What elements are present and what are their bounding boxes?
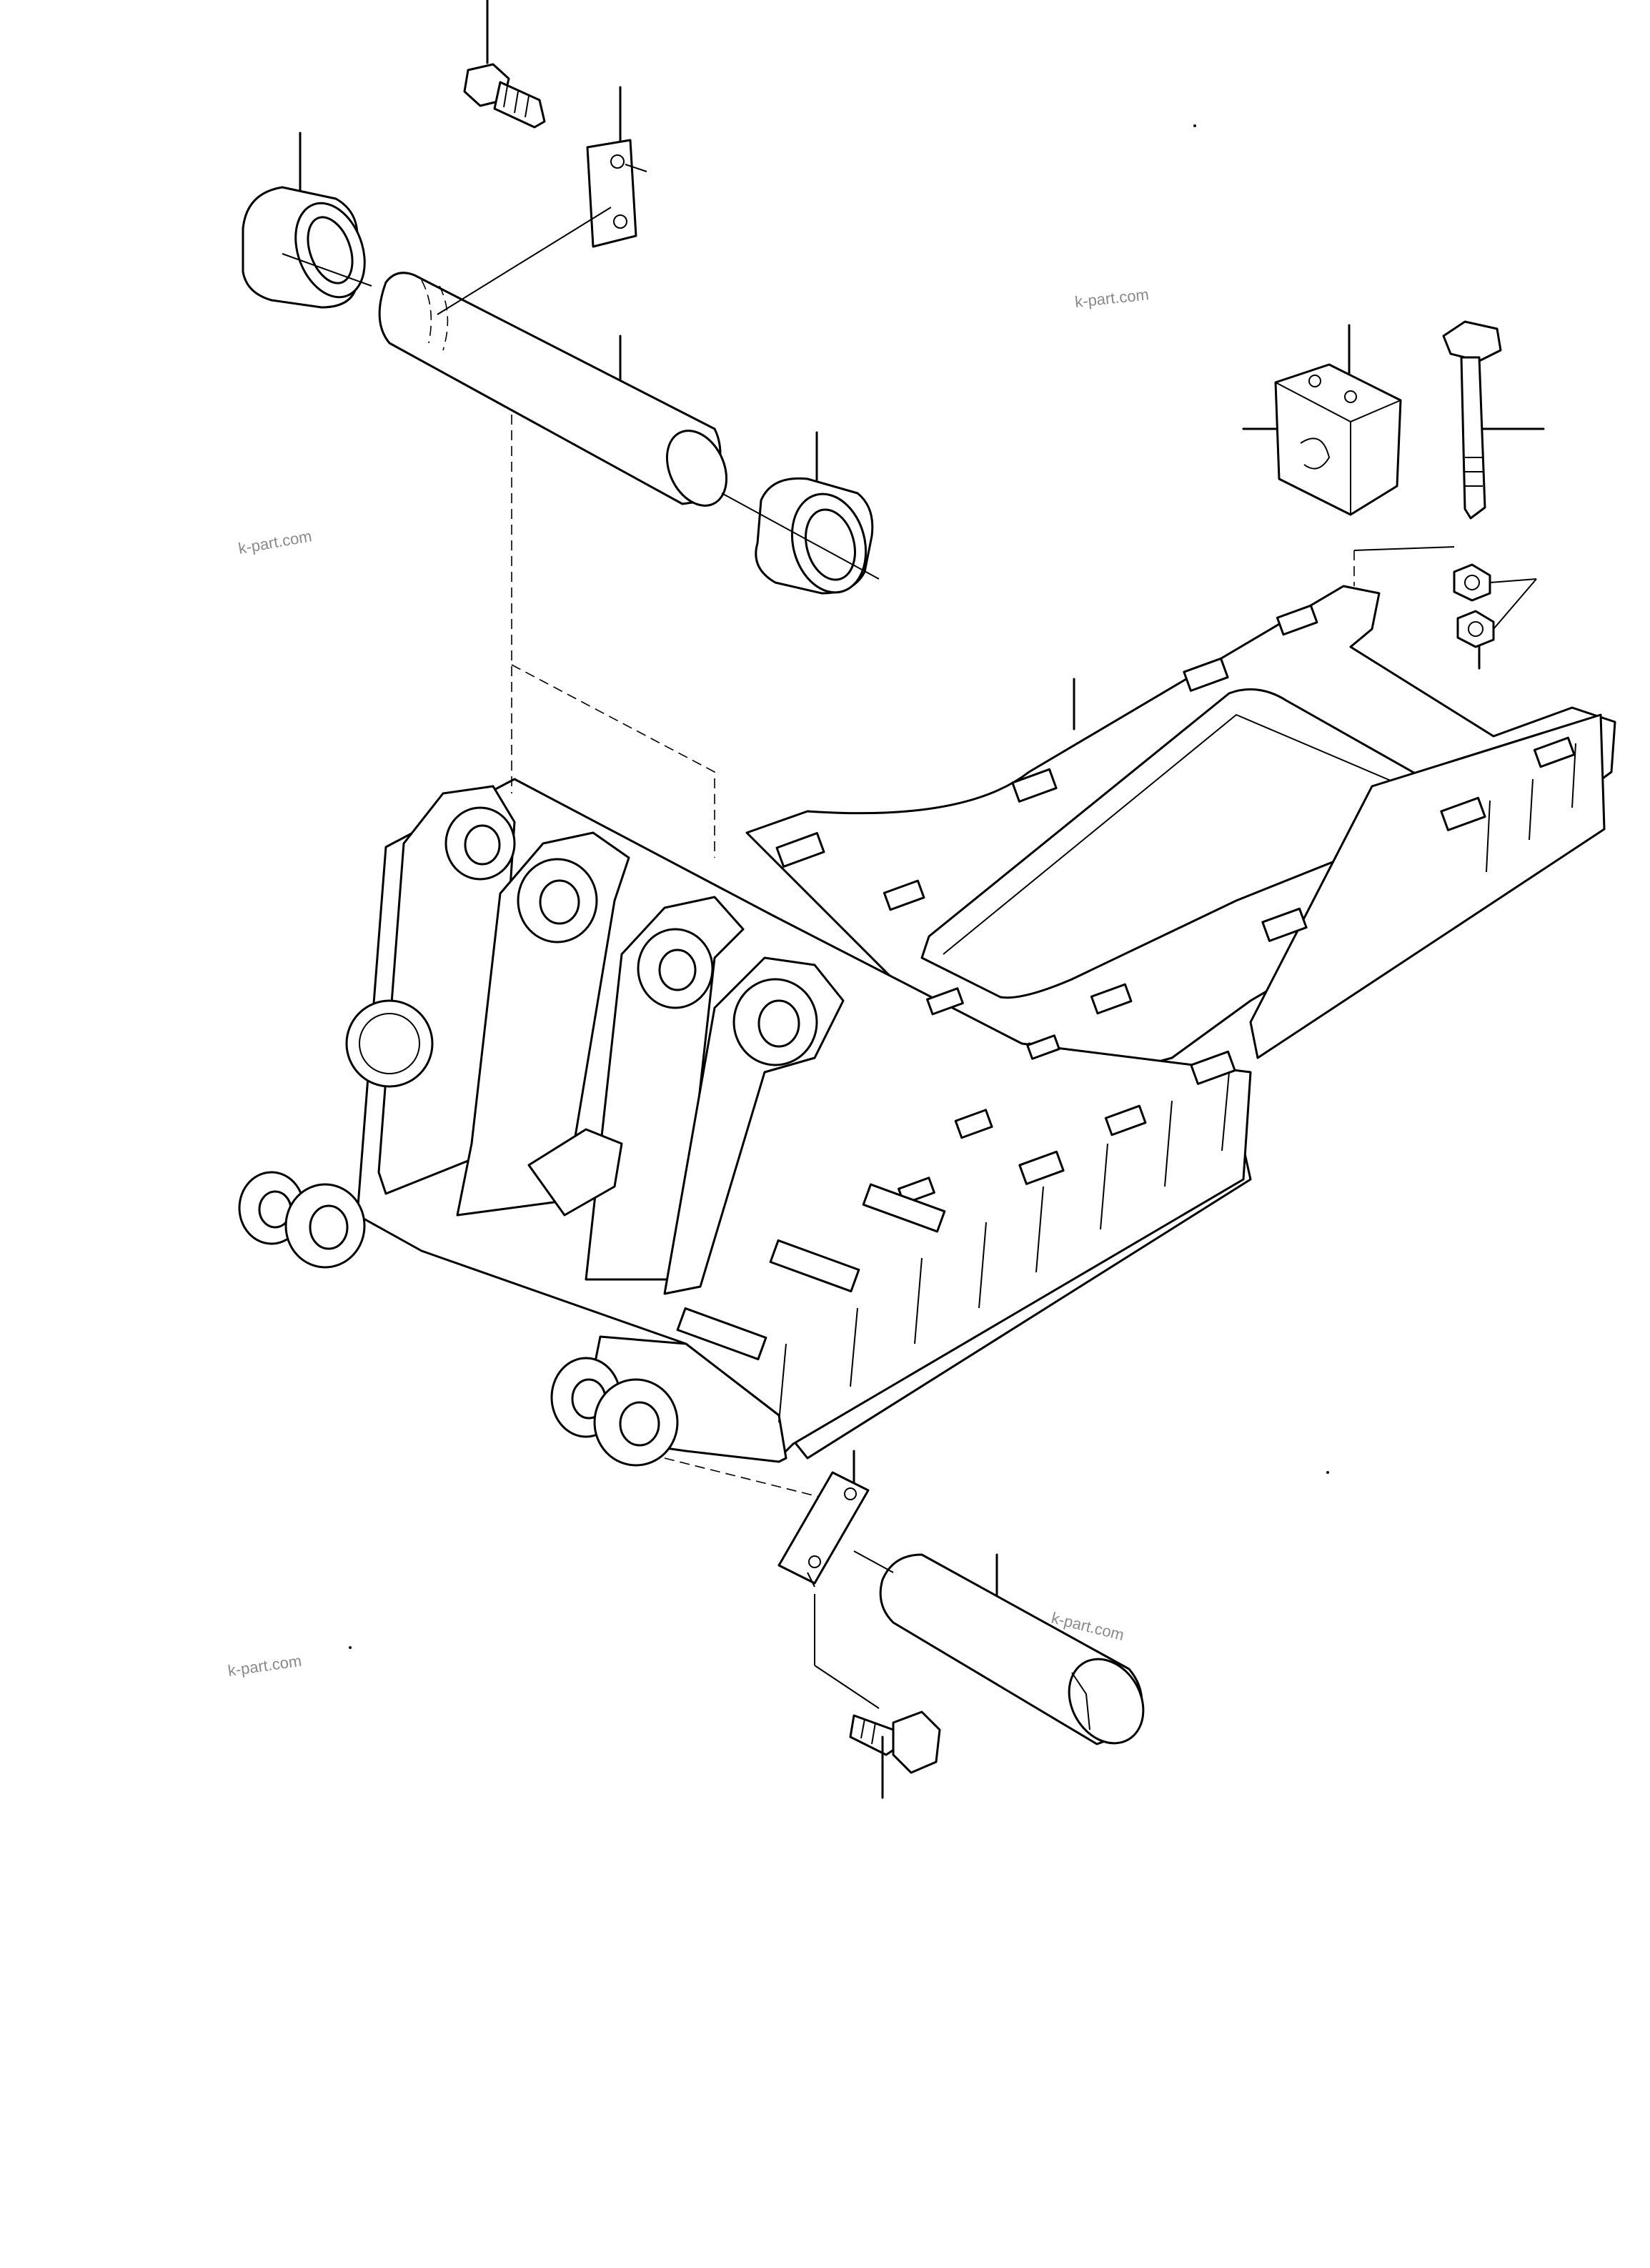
front-right-lugs — [550, 1357, 679, 1467]
stray-dot — [349, 1646, 352, 1649]
spacer-block — [1242, 324, 1402, 516]
rear-left-lugs — [238, 1171, 366, 1269]
watermark-bottom-left: k-part.com — [227, 1652, 302, 1680]
top-lock-plate — [586, 86, 647, 248]
bushing-upper-left — [242, 132, 372, 309]
lower-lock-plate — [777, 1450, 870, 1588]
upper-long-pin — [378, 207, 728, 507]
mount-pads — [676, 604, 1576, 1361]
main-frame — [238, 415, 1616, 1502]
watermark-top-right: k-part.com — [1074, 285, 1150, 311]
long-bolt — [1442, 320, 1545, 520]
stray-dot — [1326, 1471, 1329, 1474]
bushing-upper-right — [721, 431, 880, 595]
top-bolt — [463, 0, 546, 129]
stray-dot — [1193, 124, 1196, 127]
lower-pin — [853, 1550, 1145, 1745]
lower-bolt — [814, 1594, 941, 1799]
watermark-left: k-part.com — [237, 527, 314, 558]
nuts — [1353, 546, 1537, 670]
